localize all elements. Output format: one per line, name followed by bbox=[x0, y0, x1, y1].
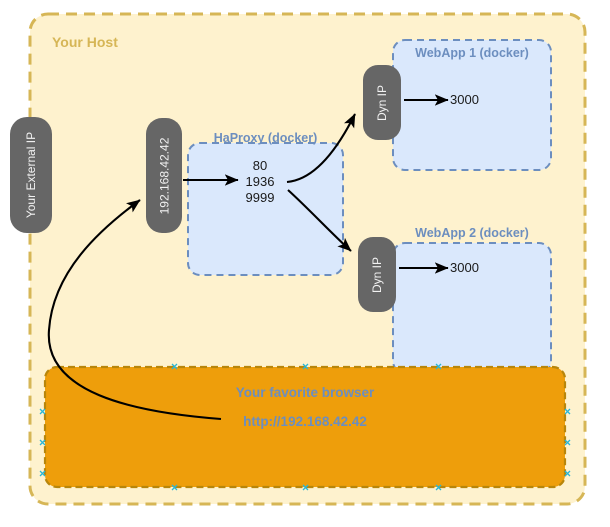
dyn-ip-2-label: Dyn IP bbox=[369, 256, 384, 293]
handle-top-right[interactable] bbox=[435, 363, 442, 370]
handle-middle-left-3[interactable] bbox=[39, 470, 46, 477]
handle-top-center[interactable] bbox=[302, 363, 309, 370]
haproxy-container[interactable] bbox=[187, 142, 344, 276]
handle-bottom-right[interactable] bbox=[435, 484, 442, 491]
handle-middle-right-1[interactable] bbox=[564, 408, 571, 415]
external-ip-node[interactable] bbox=[10, 117, 52, 233]
dyn-ip-1-label-wrap: Dyn IP bbox=[363, 65, 401, 140]
webapp2-container[interactable] bbox=[392, 242, 552, 374]
browser-box[interactable] bbox=[43, 365, 567, 489]
handle-middle-right-3[interactable] bbox=[564, 470, 571, 477]
selection-handles[interactable] bbox=[39, 363, 571, 491]
external-ip-label: Your External IP bbox=[24, 131, 38, 219]
external-ip-label-wrap: Your External IP bbox=[10, 117, 52, 233]
arrow-browser-to-hostip bbox=[47, 199, 222, 421]
handle-bottom-left[interactable] bbox=[171, 484, 178, 491]
dyn-ip-1-label: Dyn IP bbox=[374, 84, 389, 121]
webapp1-container[interactable] bbox=[392, 39, 552, 171]
dyn-ip-1-node[interactable] bbox=[363, 65, 401, 140]
host-ip-node[interactable] bbox=[146, 118, 182, 233]
handle-bottom-center[interactable] bbox=[302, 484, 309, 491]
arrow-haproxy-to-dynip2 bbox=[287, 189, 352, 252]
arrow-haproxy-to-dynip1 bbox=[286, 113, 356, 184]
dyn-ip-2-label-wrap: Dyn IP bbox=[358, 237, 396, 312]
handle-middle-right-2[interactable] bbox=[564, 439, 571, 446]
handle-middle-left-2[interactable] bbox=[39, 439, 46, 446]
handle-middle-left-1[interactable] bbox=[39, 408, 46, 415]
handle-top-left[interactable] bbox=[171, 363, 178, 370]
host-ip-label: 192.168.42.42 bbox=[157, 137, 171, 214]
dyn-ip-2-node[interactable] bbox=[358, 237, 396, 312]
host-ip-label-wrap: 192.168.42.42 bbox=[146, 118, 182, 233]
